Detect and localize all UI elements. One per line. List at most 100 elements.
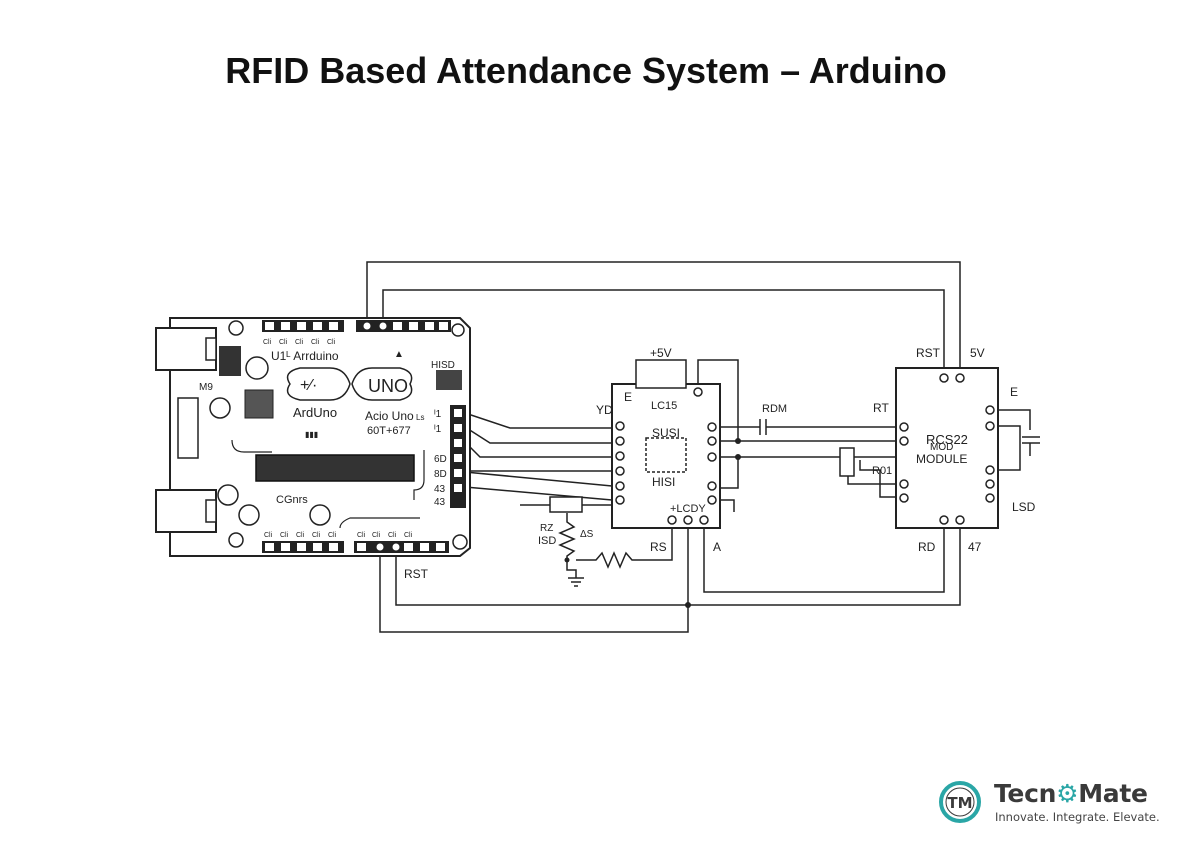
header-label: Cli bbox=[388, 532, 397, 539]
pin-label: ᴵ1 bbox=[434, 409, 442, 420]
wire-pot bbox=[558, 513, 577, 578]
wire-d6 bbox=[464, 486, 613, 501]
uno-logo-text: UNO bbox=[368, 376, 408, 396]
wire-top-inner bbox=[382, 289, 945, 375]
top-header-left bbox=[262, 320, 344, 332]
rfid-e-label: E bbox=[1010, 385, 1018, 399]
resistor-label-isd: ISD bbox=[538, 535, 556, 547]
header-label: Cli bbox=[404, 532, 413, 539]
bottom-header-right bbox=[354, 541, 449, 553]
arduino-label-cap: Ls bbox=[416, 413, 424, 422]
brand-tagline: Innovate. Integrate. Elevate. bbox=[995, 810, 1160, 824]
capacitor-5 bbox=[309, 504, 331, 526]
arduino-sub-label: Acio Uno bbox=[365, 409, 414, 423]
mount-hole-br bbox=[452, 534, 468, 550]
lcd-resistor bbox=[549, 496, 583, 513]
bottom-header-left bbox=[262, 541, 344, 553]
wire-bottom-rd bbox=[703, 520, 945, 593]
brand-name-part2: Mate bbox=[1078, 779, 1148, 808]
atmega-chip bbox=[255, 454, 415, 482]
top-header-labels: Cli Cli Cli Cli Cli bbox=[263, 339, 336, 346]
arduino-name-label: ArdUno bbox=[293, 405, 337, 420]
rfid-module-label: MODULE bbox=[916, 452, 967, 466]
rfid-rst-label: RST bbox=[916, 346, 941, 360]
infinity-logo-left bbox=[286, 367, 351, 401]
wire-d5 bbox=[464, 471, 613, 487]
rfid-47-label: 47 bbox=[968, 540, 982, 554]
wire-jn bbox=[720, 457, 739, 489]
arduino-sub-label2: 60T+677 bbox=[367, 425, 411, 437]
capacitor-1 bbox=[245, 356, 269, 380]
wire-d4 bbox=[464, 456, 612, 472]
rfid-outline bbox=[895, 367, 999, 529]
lcd-a-label: A bbox=[713, 540, 721, 554]
lcd-vcc-block bbox=[635, 359, 687, 389]
wire-cap-right-a bbox=[990, 409, 1031, 430]
infinity-logo-right bbox=[351, 367, 413, 401]
header-label: Cli bbox=[312, 532, 321, 539]
resistor-label-rz: RZ bbox=[540, 523, 553, 534]
wire-bottom-mid bbox=[395, 545, 688, 606]
right-pin-header bbox=[450, 405, 466, 508]
lcd-label-e: E bbox=[624, 390, 632, 404]
rfid-lsd-label: LSD bbox=[1012, 500, 1036, 514]
arduino-label-ay: ▲ bbox=[394, 349, 404, 360]
pin-label: ᴵ1 bbox=[434, 424, 442, 435]
wire-d3 bbox=[464, 441, 612, 458]
arduino-board bbox=[155, 317, 471, 557]
top-header-right bbox=[356, 320, 451, 332]
capacitor-4 bbox=[238, 504, 260, 526]
rfid-resistor bbox=[839, 447, 855, 477]
header-label: Cli bbox=[279, 339, 288, 346]
rfid-5v-label: 5V bbox=[970, 346, 985, 360]
resistor-label-delta: ΔS bbox=[580, 529, 594, 540]
lcd-bottom-label: +LCDY bbox=[670, 503, 706, 515]
header-label: Cli bbox=[328, 532, 337, 539]
header-label: Cli bbox=[311, 339, 320, 346]
regulator-chip bbox=[219, 346, 241, 376]
side-block bbox=[177, 397, 199, 459]
wire-lcd-gnd bbox=[720, 499, 735, 512]
arduino-top-label: U1ᴸ Arrduino bbox=[271, 349, 339, 363]
capacitor-3 bbox=[217, 484, 239, 506]
ground-symbol bbox=[568, 577, 584, 587]
usb-chip bbox=[244, 389, 274, 419]
mount-hole-tr bbox=[451, 323, 465, 337]
header-label: Cli bbox=[280, 532, 289, 539]
gear-icon: ⚙ bbox=[1056, 779, 1079, 808]
rfid-name: RCS22 bbox=[926, 432, 968, 447]
brand-name: Tecn⚙Mate bbox=[994, 779, 1148, 808]
mount-hole-tl bbox=[228, 320, 244, 336]
wire-bottom-47 bbox=[688, 520, 961, 606]
lcd-vcc-label: +5V bbox=[650, 346, 672, 360]
lcd-module bbox=[549, 359, 721, 529]
tecnomate-logo-icon: TM bbox=[939, 781, 981, 823]
header-label: Cli bbox=[264, 532, 273, 539]
junction-dots bbox=[564, 438, 741, 608]
rdm-label: RDM bbox=[762, 403, 787, 415]
wire-d1 bbox=[464, 412, 612, 429]
header-label: Cli bbox=[357, 532, 366, 539]
lcd-chip-bottom: HISI bbox=[652, 475, 675, 489]
rfid-pins bbox=[899, 373, 995, 525]
header-label: Cli bbox=[295, 339, 304, 346]
hisd-chip bbox=[436, 370, 462, 390]
pin-labels: ᴵ1 ᴵ1 6D 8D 43 43 bbox=[434, 409, 447, 508]
lcd-right-pins bbox=[693, 387, 717, 505]
arduino-label-gen: CGnrs bbox=[276, 494, 308, 506]
wire-r01-b bbox=[859, 460, 900, 498]
header-label: Cli bbox=[296, 532, 305, 539]
bottom-header-labels: Cli Cli Cli Cli Cli Cli Cli Cli Cli bbox=[264, 532, 413, 539]
pin-label: 8D bbox=[434, 469, 447, 480]
arduino-rst-label: RST bbox=[404, 567, 429, 581]
pin-label: 43 bbox=[434, 497, 446, 508]
rfid-module bbox=[839, 367, 999, 529]
pin-label: 6D bbox=[434, 454, 447, 465]
lcd-bottom-pins bbox=[667, 515, 709, 525]
rfid-r01-label: R01 bbox=[872, 465, 892, 477]
logo-mark-text: TM bbox=[947, 794, 972, 812]
rfid-rt-label: RT bbox=[873, 401, 889, 415]
arduino-label-m9: M9 bbox=[199, 382, 213, 393]
lcd-chip-top: SUSI bbox=[652, 426, 680, 440]
